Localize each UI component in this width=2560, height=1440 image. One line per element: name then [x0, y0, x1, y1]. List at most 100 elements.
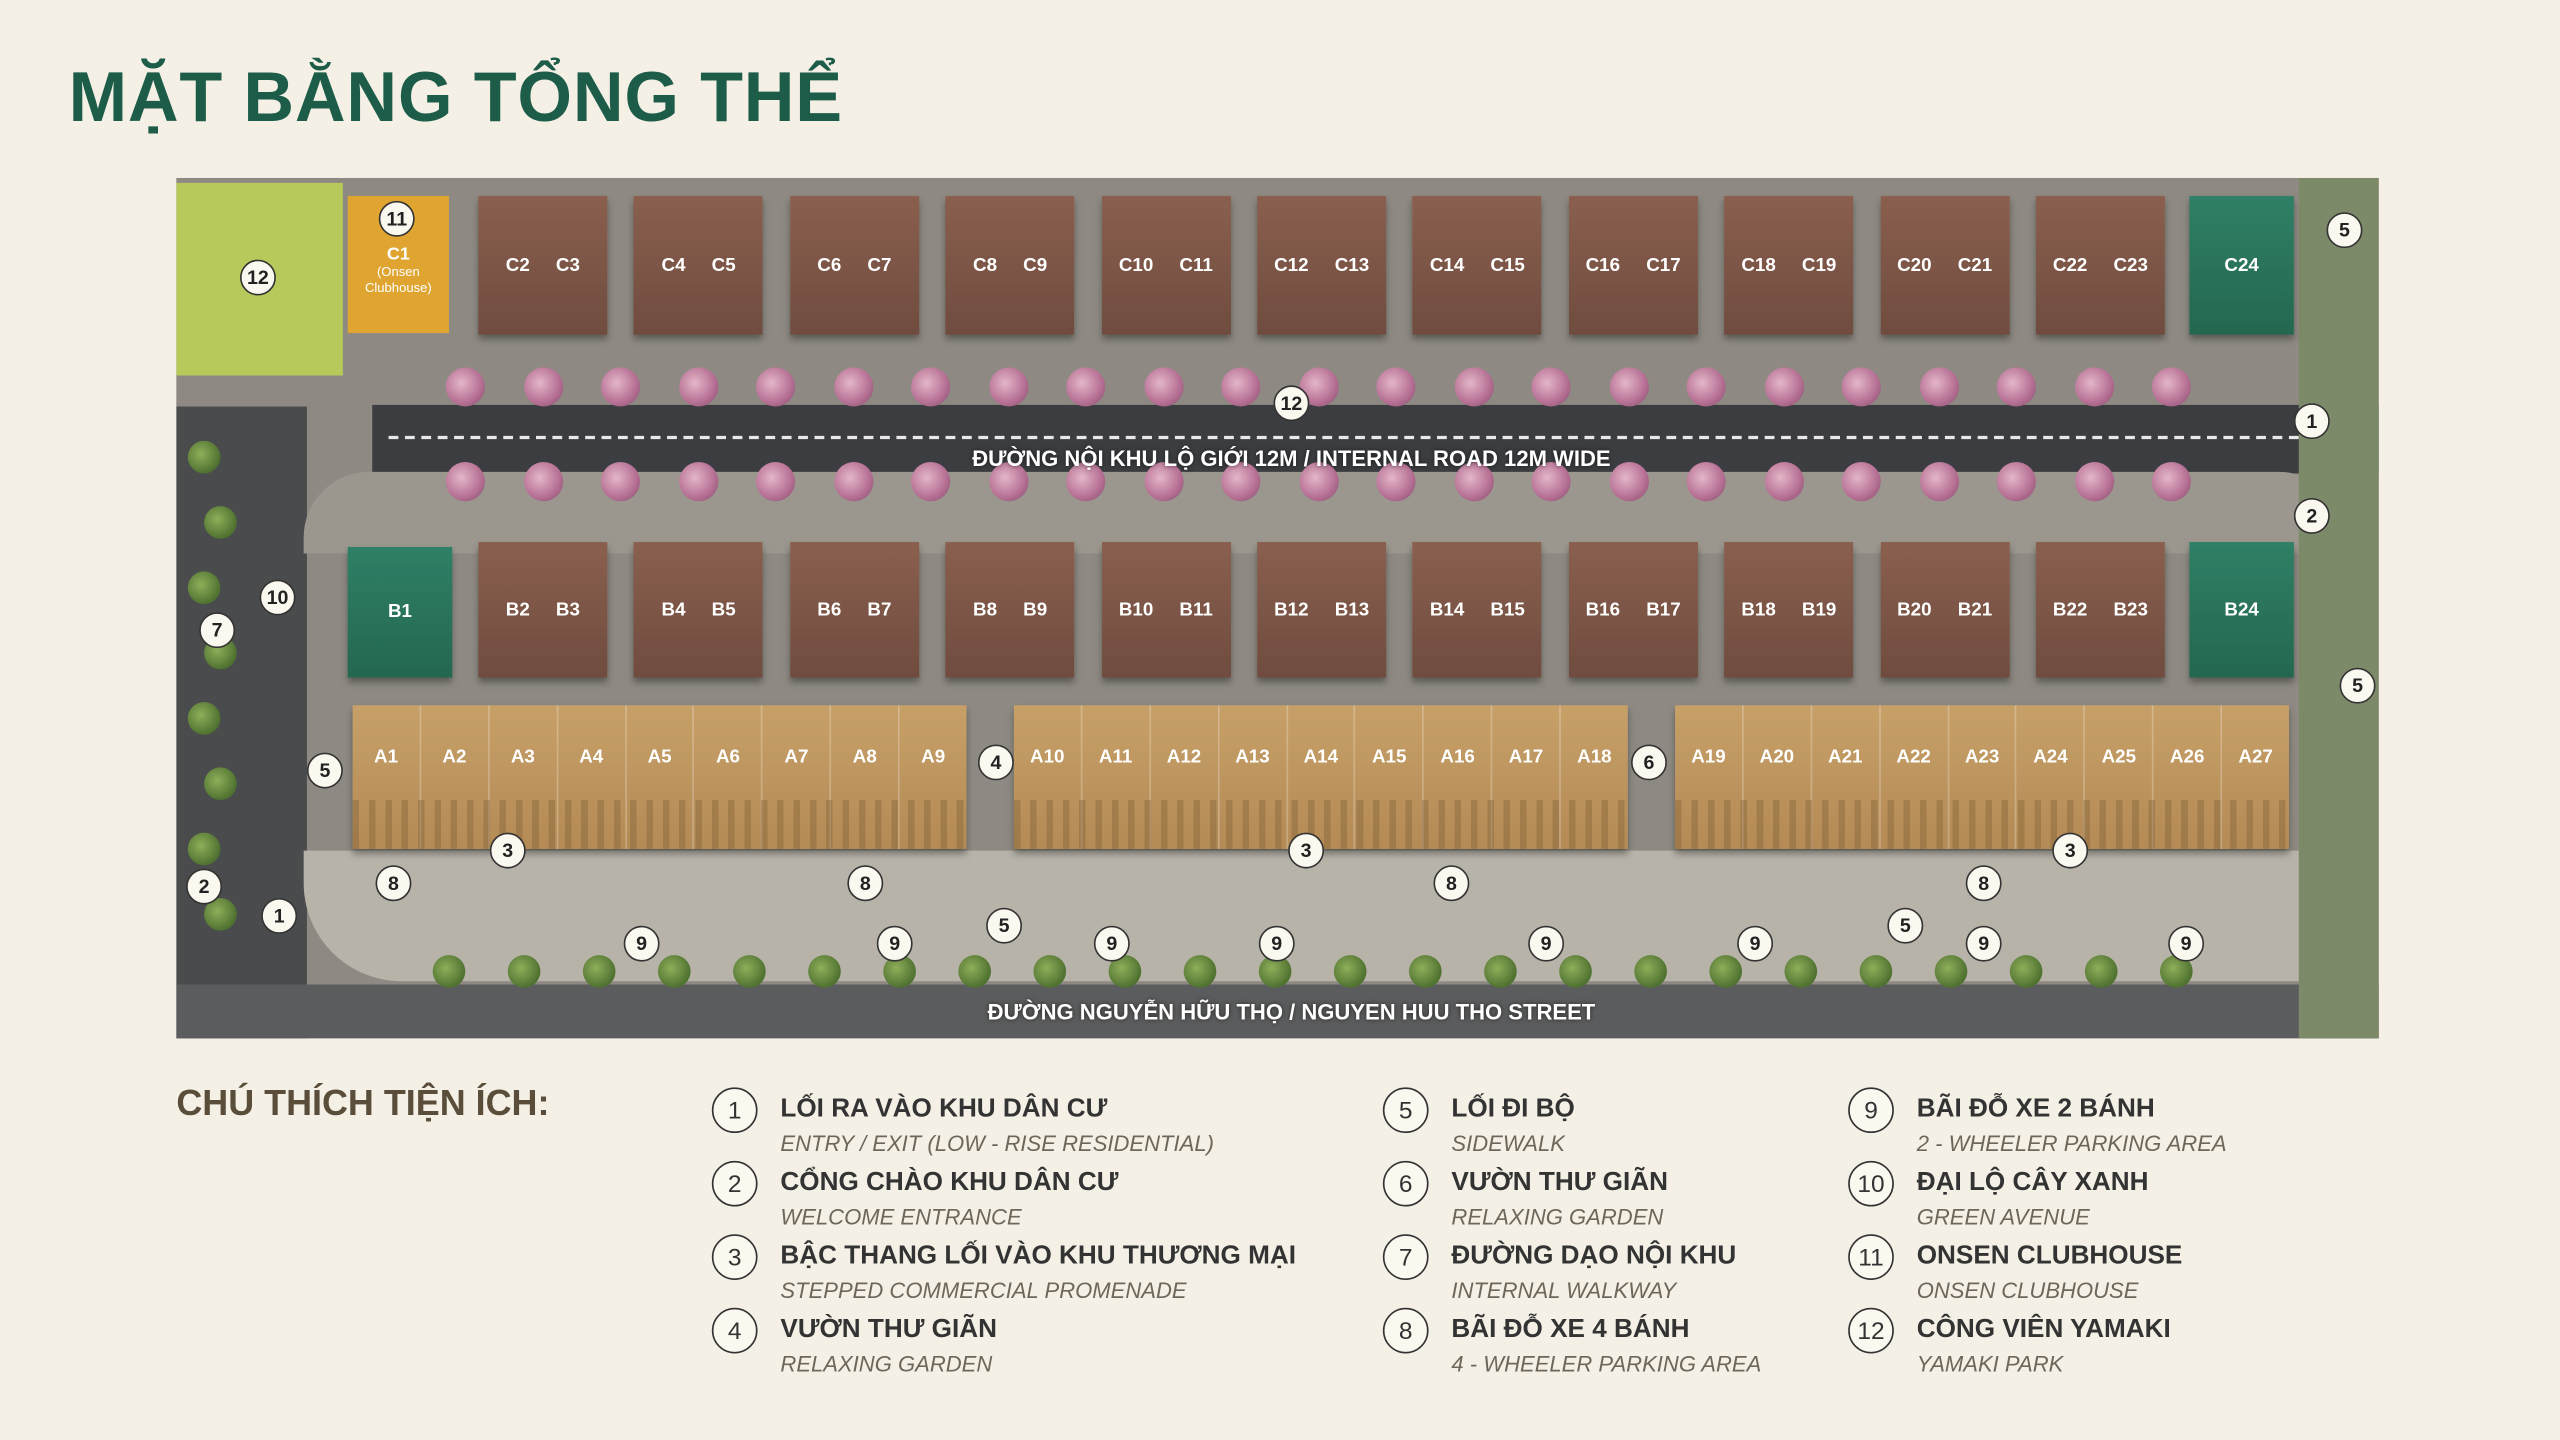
- amenity-marker-3[interactable]: 3: [2052, 832, 2089, 869]
- shophouse-unit[interactable]: A3: [489, 705, 558, 849]
- pink-tree: [2074, 462, 2114, 502]
- shophouse-unit[interactable]: A10: [1014, 705, 1083, 849]
- shophouse-unit[interactable]: A12: [1151, 705, 1220, 849]
- pink-tree: [1686, 462, 1726, 502]
- amenity-marker-5[interactable]: 5: [1887, 907, 1924, 944]
- amenity-marker-8[interactable]: 8: [1433, 865, 1470, 902]
- building-b1[interactable]: B1: [347, 546, 453, 678]
- amenity-marker-8[interactable]: 8: [1965, 865, 2002, 902]
- amenity-marker-8[interactable]: 8: [847, 865, 884, 902]
- amenity-marker-12[interactable]: 12: [1273, 385, 1310, 422]
- shophouse-unit[interactable]: A11: [1082, 705, 1151, 849]
- shophouse-unit[interactable]: A9: [921, 747, 946, 768]
- shophouse-unit[interactable]: A7: [763, 705, 832, 849]
- shophouse-unit[interactable]: A26: [2154, 705, 2223, 849]
- shophouse-unit[interactable]: A21: [1812, 705, 1881, 849]
- amenity-marker-1[interactable]: 1: [261, 897, 298, 934]
- amenity-marker-9[interactable]: 9: [623, 925, 660, 962]
- shophouse-unit[interactable]: A14: [1287, 705, 1356, 849]
- amenity-marker-1[interactable]: 1: [2293, 403, 2330, 440]
- amenity-marker-5[interactable]: 5: [2339, 667, 2376, 704]
- amenity-marker-9[interactable]: 9: [2168, 925, 2205, 962]
- shophouse-unit[interactable]: A8: [831, 705, 900, 849]
- legend-number-badge: 2: [711, 1160, 758, 1207]
- amenity-marker-8[interactable]: 8: [375, 865, 412, 902]
- building-label: B9: [1023, 599, 1048, 620]
- amenity-marker-9[interactable]: 9: [1965, 925, 2002, 962]
- shophouse-unit[interactable]: A13: [1219, 705, 1288, 849]
- amenity-marker-9[interactable]: 9: [1737, 925, 1774, 962]
- building-b24[interactable]: B24: [2189, 542, 2294, 678]
- amenity-marker-9[interactable]: 9: [1093, 925, 1130, 962]
- building-label: B13: [1334, 599, 1370, 620]
- shophouse-unit[interactable]: A24: [2017, 705, 2086, 849]
- shophouse-unit[interactable]: A17: [1493, 705, 1562, 849]
- shophouse-unit[interactable]: A4: [558, 705, 627, 849]
- amenity-marker-5[interactable]: 5: [2326, 212, 2363, 249]
- legend-number-badge: 12: [1848, 1307, 1894, 1354]
- shophouse-unit[interactable]: A5: [626, 705, 695, 849]
- amenity-marker-5[interactable]: 5: [986, 907, 1023, 944]
- amenity-marker-10[interactable]: 10: [259, 579, 296, 616]
- shophouse-unit[interactable]: A1: [353, 705, 422, 849]
- amenity-marker-4[interactable]: 4: [977, 744, 1014, 781]
- amenity-marker-7[interactable]: 7: [199, 612, 236, 649]
- amenity-marker-6[interactable]: 6: [1631, 744, 1667, 781]
- legend-title: CỔNG CHÀO KHU DÂN CƯ: [780, 1168, 1119, 1197]
- green-tree: [204, 506, 237, 539]
- shophouse-unit[interactable]: A18: [1577, 747, 1612, 768]
- amenity-marker-2[interactable]: 2: [2293, 497, 2330, 534]
- pink-tree: [911, 462, 951, 502]
- amenity-marker-5[interactable]: 5: [306, 752, 343, 789]
- amenity-marker-2[interactable]: 2: [186, 868, 223, 905]
- amenity-marker-9[interactable]: 9: [1528, 925, 1565, 962]
- shophouse-unit[interactable]: A23: [1949, 705, 2018, 849]
- green-tree: [187, 440, 221, 474]
- shophouse-unit[interactable]: A2: [421, 705, 490, 849]
- shophouse-unit[interactable]: A22: [1880, 705, 1949, 849]
- shophouse-unit[interactable]: A16: [1424, 705, 1493, 849]
- shophouse-unit[interactable]: A25: [2085, 705, 2154, 849]
- amenity-marker-9[interactable]: 9: [1258, 925, 1295, 962]
- amenity-marker-3[interactable]: 3: [489, 832, 526, 869]
- building-c24[interactable]: C24: [2189, 195, 2294, 335]
- shophouse-unit[interactable]: A19: [1675, 705, 1744, 849]
- shophouse-unit[interactable]: A6: [695, 705, 764, 849]
- amenity-marker-9[interactable]: 9: [876, 925, 913, 962]
- legend-subtitle: STEPPED COMMERCIAL PROMENADE: [780, 1278, 1187, 1303]
- shophouse-unit[interactable]: A20: [1743, 705, 1812, 849]
- amenity-marker-3[interactable]: 3: [1288, 832, 1325, 869]
- shophouse-unit[interactable]: A15: [1356, 705, 1425, 849]
- legend-title: ĐƯỜNG DẠO NỘI KHU: [1451, 1242, 1737, 1271]
- amenity-marker-11[interactable]: 11: [378, 200, 415, 237]
- legend-number-badge: 7: [1382, 1234, 1429, 1280]
- building-label: C19: [1801, 255, 1837, 276]
- amenity-marker-12[interactable]: 12: [239, 259, 276, 296]
- shophouse-unit[interactable]: A27: [2238, 747, 2273, 768]
